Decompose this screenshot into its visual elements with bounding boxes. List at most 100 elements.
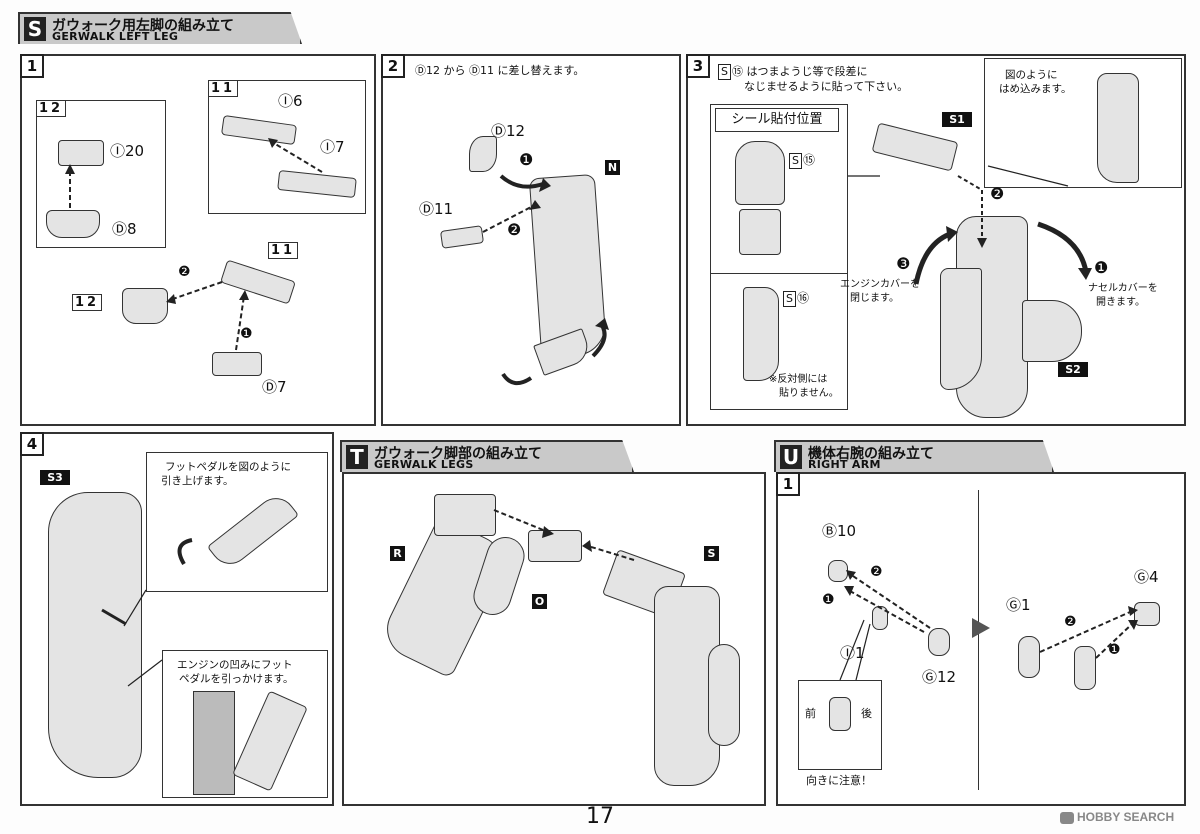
section-u-arrows bbox=[839, 570, 1138, 681]
callout-2-engine bbox=[193, 691, 235, 795]
callout-2-line-1: エンジンの凹みにフット bbox=[177, 659, 293, 671]
panel-4-lines bbox=[101, 538, 193, 687]
section-title-jp: ガウォーク用左脚の組み立て bbox=[52, 18, 234, 34]
step-2-panel: 2 Ⓓ12 から Ⓓ11 に差し替えます。 Ⓓ12 Ⓓ11 N ❶ ❷ bbox=[381, 54, 681, 426]
section-title-en: RIGHT ARM bbox=[808, 458, 881, 471]
part-s-tag: S bbox=[704, 546, 719, 561]
section-t-header: T ガウォーク脚部の組み立て GERWALK LEGS bbox=[340, 440, 634, 472]
instruction-line-2: なじませるように貼って下さい。 bbox=[744, 80, 909, 93]
callout-line-1: 図のように bbox=[1005, 69, 1058, 81]
arrow-step-1: ❶ bbox=[1094, 258, 1109, 277]
part-d8 bbox=[46, 210, 100, 238]
step-number: 2 bbox=[381, 54, 405, 78]
nacelle-cover-line-1: ナセルカバーを bbox=[1088, 283, 1158, 294]
label-d8: Ⓓ8 bbox=[112, 220, 137, 238]
part-s3 bbox=[48, 492, 142, 778]
label-g4: Ⓖ4 bbox=[1134, 568, 1159, 586]
part-engine-cover bbox=[940, 268, 982, 390]
section-s-header: S ガウォーク用左脚の組み立て GERWALK LEFT LEG bbox=[18, 12, 302, 44]
part-n-tag: N bbox=[605, 160, 620, 175]
label-g1: Ⓖ1 bbox=[1006, 596, 1031, 614]
orientation-part bbox=[829, 697, 851, 731]
s3-tag: S3 bbox=[40, 470, 70, 485]
part-g1 bbox=[1018, 636, 1040, 678]
sub-box-12: 12 bbox=[36, 100, 166, 248]
section-letter: U bbox=[780, 445, 802, 469]
part-g4 bbox=[1134, 602, 1160, 626]
orientation-box: 前 後 bbox=[798, 680, 882, 770]
section-letter: S bbox=[24, 17, 46, 41]
label-d7: Ⓓ7 bbox=[262, 378, 287, 396]
sub-step-label: 11 bbox=[208, 80, 239, 97]
part-i20 bbox=[58, 140, 104, 166]
callout-box-2: エンジンの凹みにフット ペダルを引っかけます。 bbox=[162, 650, 328, 798]
nacelle-cover-line-2: 開きます。 bbox=[1096, 297, 1145, 308]
note-line-1: ※反対側には bbox=[769, 374, 828, 385]
seal-title: シール貼付位置 bbox=[715, 108, 839, 132]
callout-part bbox=[1097, 73, 1139, 183]
next-arrow-icon bbox=[972, 618, 990, 638]
callout-line-2: はめ込みます。 bbox=[999, 83, 1072, 95]
label-d11: Ⓓ11 bbox=[419, 200, 454, 218]
step-number: 4 bbox=[20, 432, 44, 456]
seal-tag: S bbox=[718, 64, 731, 80]
label-i6: Ⓘ6 bbox=[278, 92, 303, 110]
step-number: 3 bbox=[686, 54, 710, 78]
label-i7: Ⓘ7 bbox=[320, 138, 345, 156]
arrow-step-2: ❷ bbox=[990, 184, 1005, 203]
section-letter: T bbox=[346, 445, 368, 469]
arrow-step-2: ❷ bbox=[870, 564, 883, 580]
label-i20: Ⓘ20 bbox=[110, 142, 145, 160]
part-r-top bbox=[434, 494, 496, 536]
label-g12: Ⓖ12 bbox=[922, 668, 957, 686]
arrow-step-2: ❷ bbox=[1064, 614, 1077, 630]
section-title-jp: ガウォーク脚部の組み立て bbox=[374, 446, 542, 462]
label-i1: Ⓘ1 bbox=[840, 644, 865, 662]
back-label: 後 bbox=[861, 707, 872, 720]
callout-1-line-2: 引き上げます。 bbox=[161, 475, 234, 487]
panel-3-arrows bbox=[848, 165, 1092, 285]
part-assembled-12 bbox=[122, 288, 168, 324]
step-1-panel: 1 12 Ⓘ20 Ⓓ8 11 Ⓘ6 Ⓘ7 11 12 Ⓓ7 ❷ ❶ bbox=[20, 54, 376, 426]
panel-2-arrows bbox=[482, 174, 609, 386]
s1-tag: S1 bbox=[942, 112, 972, 127]
sub-step-label: 12 bbox=[72, 294, 103, 311]
callout-box-1: フットペダルを図のように 引き上げます。 bbox=[146, 452, 328, 592]
part-o-tag: O bbox=[532, 594, 547, 609]
part-d7 bbox=[212, 352, 262, 376]
part-seal-69 bbox=[743, 287, 779, 381]
section-title-en: GERWALK LEFT LEG bbox=[52, 30, 179, 43]
arrow-step-2: ❷ bbox=[507, 220, 522, 239]
watermark: HOBBY SEARCH bbox=[1060, 810, 1174, 824]
part-assembled-arm bbox=[1074, 646, 1096, 690]
step-4-panel: 4 S3 フットペダルを図のように 引き上げます。 エンジンの凹みにフット ペダ… bbox=[20, 432, 334, 806]
section-u-panel: 1 Ⓑ10 Ⓘ1 Ⓖ12 ❷ ❶ 前 後 向きに注意！ Ⓖ1 Ⓖ4 ❷ ❶ bbox=[776, 472, 1186, 806]
part-seal-59 bbox=[735, 141, 785, 205]
step-number: 1 bbox=[20, 54, 44, 78]
callout-box: 図のように はめ込みます。 bbox=[984, 58, 1182, 188]
arrow-step-1: ❶ bbox=[822, 592, 835, 608]
divider bbox=[978, 490, 979, 790]
step-number: 1 bbox=[776, 472, 800, 496]
part-seal-59-lower bbox=[739, 209, 781, 255]
sub-step-label: 11 bbox=[268, 242, 299, 259]
front-label: 前 bbox=[805, 707, 816, 720]
engine-cover-line-2: 閉じます。 bbox=[850, 293, 899, 304]
section-t-arrows bbox=[493, 509, 635, 561]
part-nacelle-cover bbox=[1022, 300, 1082, 362]
arrow-step-1: ❶ bbox=[240, 326, 253, 342]
callout-2-line-2: ペダルを引っかけます。 bbox=[179, 673, 294, 685]
sub-box-11: 11 bbox=[208, 80, 366, 214]
arrow-step-3: ❸ bbox=[896, 254, 911, 273]
label-b10: Ⓑ10 bbox=[822, 522, 857, 540]
instruction: Ⓓ12 から Ⓓ11 に差し替えます。 bbox=[415, 64, 585, 77]
watermark-logo-icon bbox=[1060, 811, 1074, 824]
label-d12: Ⓓ12 bbox=[491, 122, 526, 140]
section-title-jp: 機体右腕の組み立て bbox=[808, 446, 934, 462]
arrow-step-2: ❷ bbox=[178, 264, 191, 280]
callout-1-line-1: フットペダルを図のように bbox=[165, 461, 291, 473]
